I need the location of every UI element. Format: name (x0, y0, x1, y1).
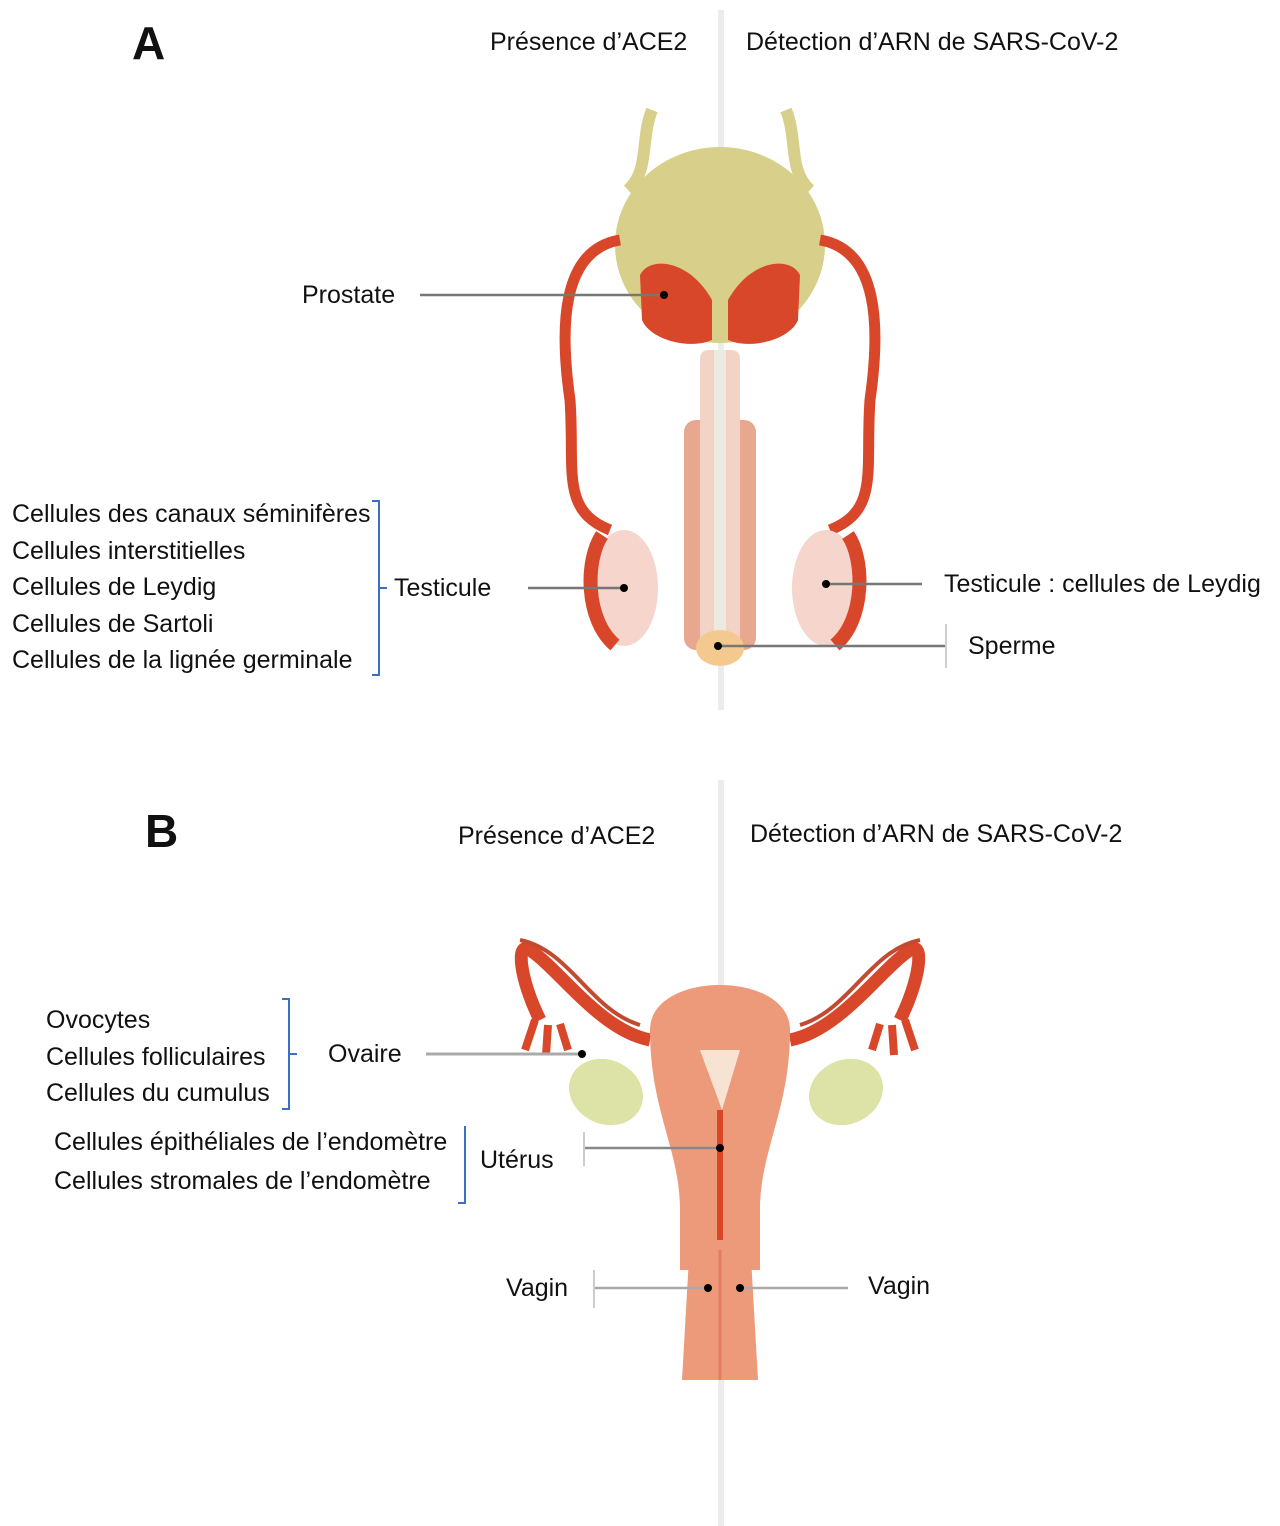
panel-a-male: A Présence d’ACE2 Détection d’ARN de SAR… (0, 0, 1280, 760)
label-vagin-right: Vagin (868, 1274, 930, 1299)
list-item: Cellules de Sartoli (12, 606, 371, 643)
list-item: Cellules du cumulus (46, 1075, 270, 1112)
list-item: Cellules de la lignée germinale (12, 642, 371, 679)
list-item: Ovocytes (46, 1002, 270, 1039)
uterus-cell-list: Cellules épithéliales de l’endomètre Cel… (54, 1123, 447, 1201)
testicule-cell-list: Cellules des canaux séminifères Cellules… (12, 496, 371, 679)
label-testicule-leydig: Testicule : cellules de Leydig (944, 572, 1261, 597)
ovaire-cell-list: Ovocytes Cellules folliculaires Cellules… (46, 1002, 270, 1112)
label-prostate: Prostate (302, 283, 395, 308)
list-item: Cellules stromales de l’endomètre (54, 1162, 447, 1201)
testicule-bracket (372, 500, 380, 676)
label-ovaire: Ovaire (328, 1042, 402, 1067)
label-testicule: Testicule (394, 576, 491, 601)
label-uterus: Utérus (480, 1148, 554, 1173)
panel-b-female: B Présence d’ACE2 Détection d’ARN de SAR… (0, 780, 1280, 1526)
ovaire-bracket (282, 998, 290, 1110)
list-item: Cellules épithéliales de l’endomètre (54, 1123, 447, 1162)
label-vagin-left: Vagin (506, 1276, 568, 1301)
label-sperme: Sperme (968, 634, 1056, 659)
list-item: Cellules de Leydig (12, 569, 371, 606)
list-item: Cellules des canaux séminifères (12, 496, 371, 533)
list-item: Cellules folliculaires (46, 1039, 270, 1076)
list-item: Cellules interstitielles (12, 533, 371, 570)
uterus-bracket (458, 1126, 466, 1204)
